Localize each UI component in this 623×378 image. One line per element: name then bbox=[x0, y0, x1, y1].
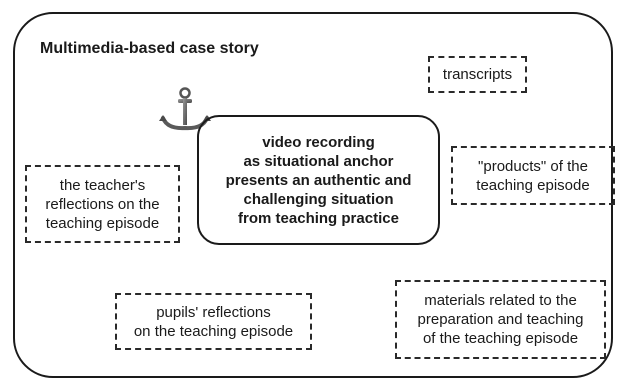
diagram-title: Multimedia-based case story bbox=[40, 40, 259, 57]
situational-anchor-text: video recording as situational anchor pr… bbox=[225, 133, 412, 227]
pupils-reflections-label: pupils' reflections on the teaching epis… bbox=[133, 303, 294, 340]
situational-anchor-box: video recording as situational anchor pr… bbox=[197, 115, 440, 245]
products-box: "products" of the teaching episode bbox=[451, 146, 615, 205]
teacher-reflections-box: the teacher's reflections on the teachin… bbox=[25, 165, 180, 243]
pupils-reflections-box: pupils' reflections on the teaching epis… bbox=[115, 293, 312, 350]
teacher-reflections-label: the teacher's reflections on the teachin… bbox=[45, 176, 160, 232]
materials-label: materials related to the preparation and… bbox=[417, 292, 584, 347]
transcripts-label: transcripts bbox=[442, 66, 513, 83]
products-label: "products" of the teaching episode bbox=[476, 157, 590, 194]
materials-box: materials related to the preparation and… bbox=[395, 280, 606, 359]
transcripts-box: transcripts bbox=[428, 56, 527, 93]
